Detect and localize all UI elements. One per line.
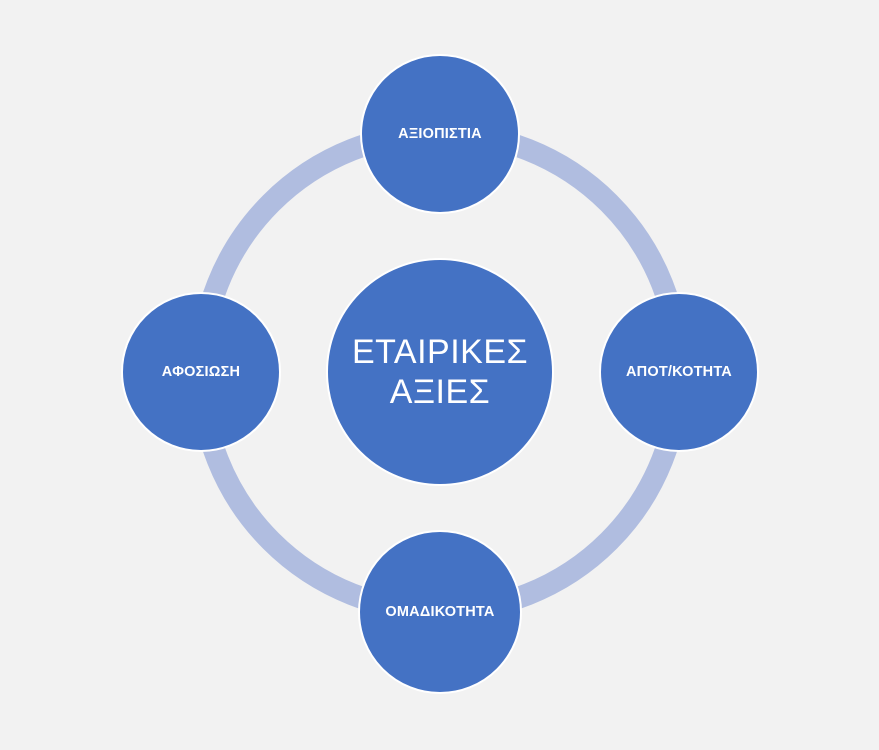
node-left-label: ΑΦΟΣΙΩΣΗ	[161, 364, 241, 380]
center-node: ΕΤΑΙΡΙΚΕΣ ΑΞΙΕΣ	[326, 258, 554, 486]
center-label-line2: ΑΞΙΕΣ	[389, 373, 491, 411]
node-top-label: ΑΞΙΟΠΙΣΤΙΑ	[398, 126, 482, 142]
node-left: ΑΦΟΣΙΩΣΗ	[121, 292, 281, 452]
node-top: ΑΞΙΟΠΙΣΤΙΑ	[360, 54, 520, 214]
node-right: ΑΠΟΤ/ΚΟΤΗΤΑ	[599, 292, 759, 452]
node-bottom-label: ΟΜΑΔΙΚΟΤΗΤΑ	[385, 604, 495, 620]
center-label-line1: ΕΤΑΙΡΙΚΕΣ	[351, 333, 529, 371]
node-right-label: ΑΠΟΤ/ΚΟΤΗΤΑ	[626, 364, 732, 380]
node-bottom: ΟΜΑΔΙΚΟΤΗΤΑ	[358, 530, 522, 694]
